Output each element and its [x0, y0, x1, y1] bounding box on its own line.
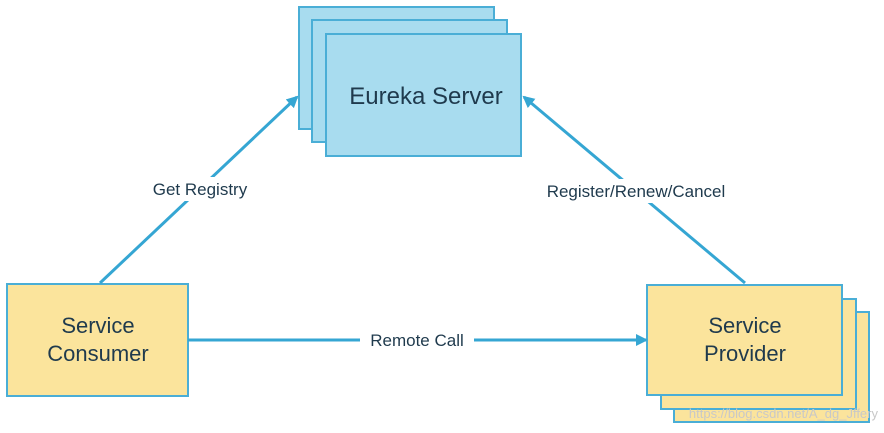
service-provider-stack-front: [646, 284, 843, 396]
remote-call-label-bg: [360, 328, 474, 352]
service-provider-label-line1: Service: [708, 313, 781, 338]
eureka-server-stack-front: [325, 33, 522, 157]
watermark-text: https://blog.csdn.net/A_dg_Jffery: [689, 406, 879, 421]
get-registry-label-bg: [142, 177, 258, 201]
eureka-server-label: Eureka Server: [349, 83, 502, 110]
register-renew-cancel-label: Register/Renew/Cancel: [547, 182, 726, 201]
remote-call-label: Remote Call: [370, 331, 464, 350]
service-consumer-node: Service Consumer: [6, 283, 189, 397]
register-renew-cancel-label-bg: [530, 179, 742, 203]
service-provider-node: Service Provider: [646, 284, 870, 423]
service-consumer-box: [6, 283, 189, 397]
service-consumer-label-line1: Service: [61, 313, 134, 338]
service-provider-label-line2: Provider: [704, 341, 786, 366]
eureka-server-node: Eureka Server: [298, 6, 522, 157]
get-registry-label: Get Registry: [153, 180, 248, 199]
service-consumer-label-line2: Consumer: [47, 341, 148, 366]
